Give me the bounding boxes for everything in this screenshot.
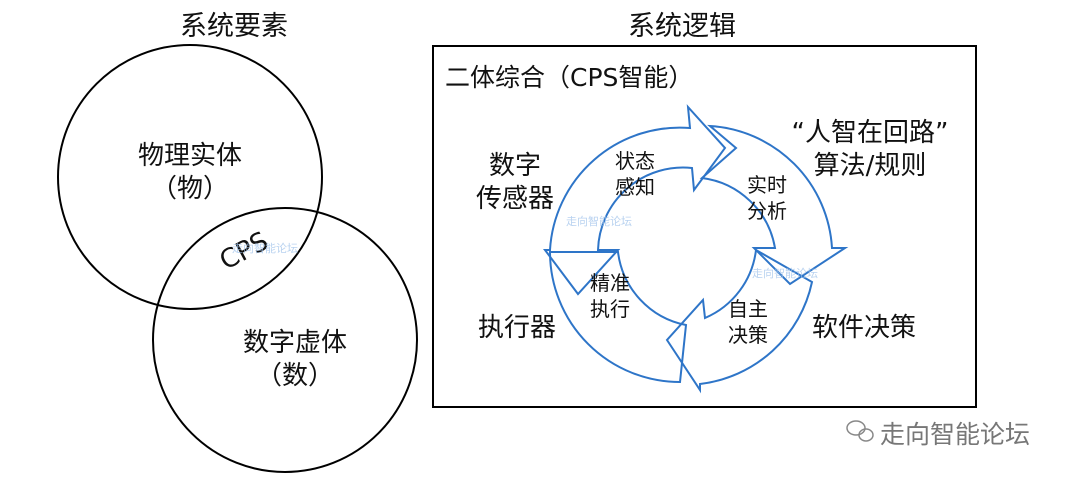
cycle-arrows [543,104,849,394]
digital-entity-line1: 数字虚体 [242,328,347,358]
step-perceive-line2: 感知 [615,175,655,199]
box-title: 二体综合（CPS智能） [445,63,694,92]
cps-logic-box [432,45,977,408]
algo-line1: “人智在回路” [791,118,949,148]
sensor-line1: 数字 [488,151,541,181]
step-analyze: 实时 分析 [737,172,797,224]
step-execute-line2: 执行 [590,297,630,321]
watermark-right: 走向智能论坛 [752,267,818,280]
right-title: 系统逻辑 [628,11,736,42]
left-title: 系统要素 [180,11,288,42]
digital-entity-label: 数字虚体 （数） [230,327,360,393]
physical-entity-circle [57,44,323,310]
physical-entity-line1: 物理实体 [137,141,242,171]
step-analyze-line2: 分析 [747,199,787,223]
step-decide-line1: 自主 [728,297,768,321]
arrow-decide [665,248,814,394]
step-execute: 精准 执行 [580,270,640,322]
step-analyze-line1: 实时 [747,173,787,197]
brand-watermark: 走向智能论坛 [880,420,1031,449]
step-perceive-line1: 状态 [615,149,655,173]
physical-entity-line2: （物） [150,174,229,204]
watermark-center: 走向智能论坛 [566,215,632,228]
step-decide: 自主 决策 [718,296,778,348]
step-decide-line2: 决策 [728,323,768,347]
actuator-label: 执行器 [478,313,557,343]
algo-line2: 算法/规则 [813,151,927,181]
step-execute-line1: 精准 [590,271,630,295]
digital-entity-line2: （数） [255,361,334,391]
software-label: 软件决策 [812,313,917,343]
wechat-logo-icon [846,420,874,442]
arrow-execute [548,251,688,384]
step-perceive: 状态 感知 [605,148,665,200]
algo-label: “人智在回路” 算法/规则 [775,117,965,183]
sensor-label: 数字 传感器 [460,150,570,216]
watermark-left: 走向智能论坛 [232,242,298,255]
physical-entity-label: 物理实体 （物） [125,140,255,206]
arrow-perceive [543,104,727,296]
sensor-line2: 传感器 [475,184,554,214]
digital-entity-circle [152,207,418,473]
arrow-analyze [699,124,849,286]
